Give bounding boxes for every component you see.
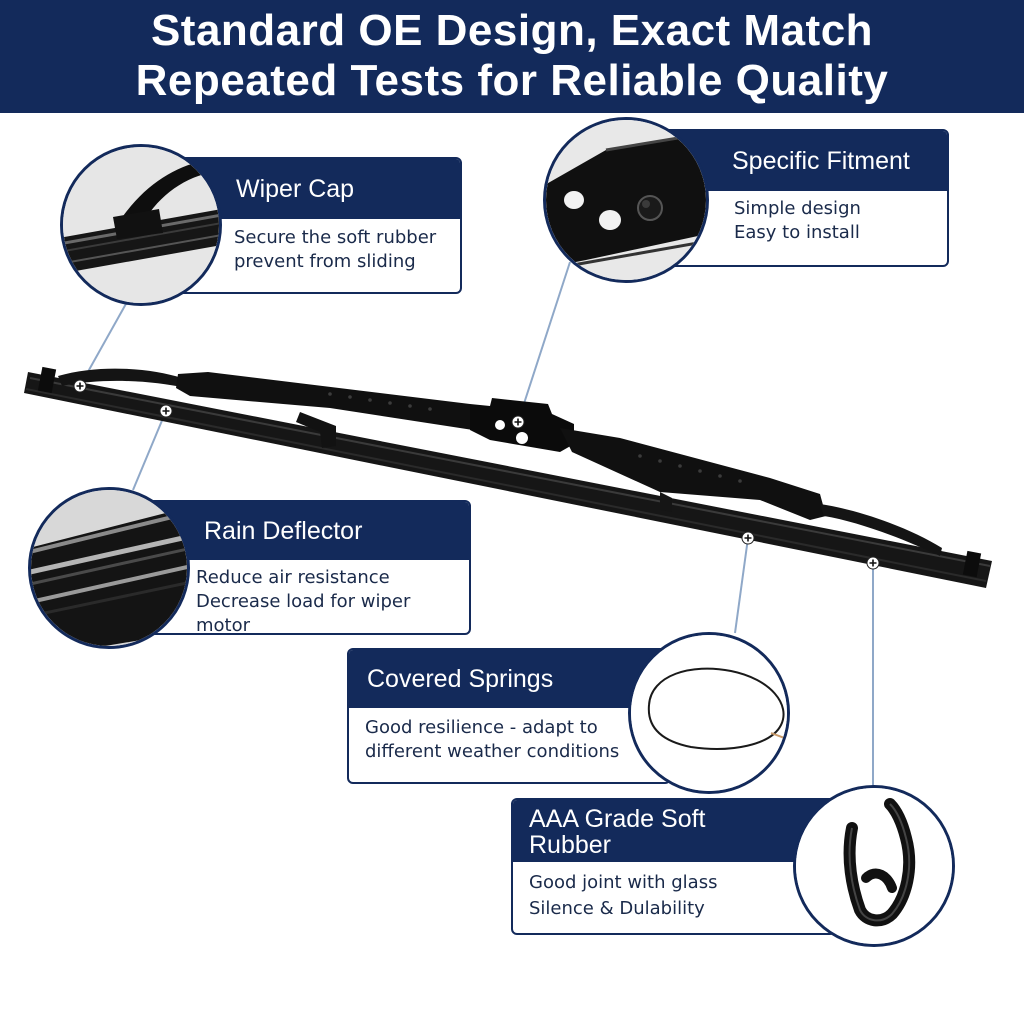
specific-fitment-description: Simple design Easy to install: [628, 191, 947, 245]
soft-rubber-desc-line-1: Good joint with glass: [529, 872, 718, 893]
rain-deflector-desc-line-1: Reduce air resistance: [196, 567, 390, 588]
adapter-closeup-icon: [543, 117, 709, 283]
wiper-cap-description: Secure the soft rubber prevent from slid…: [142, 219, 460, 274]
header-banner: Standard OE Design, Exact Match Repeated…: [0, 0, 1024, 113]
right-claw: [820, 504, 942, 556]
specific-fitment-desc-line-2: Easy to install: [734, 222, 860, 243]
soft-rubber-title-bar: AAA Grade Soft Rubber: [513, 800, 834, 862]
covered-springs-title-bar: Covered Springs: [349, 650, 669, 708]
soft-rubber-card: AAA Grade Soft Rubber Good joint with gl…: [511, 798, 836, 935]
specific-fitment-desc-line-1: Simple design: [734, 198, 861, 219]
primary-frame-right: [560, 428, 826, 520]
deflector-closeup-icon: [28, 487, 190, 649]
callout-markers: [73, 379, 880, 570]
rain-deflector-title: Rain Deflector: [204, 517, 363, 545]
covered-springs-description: Good resilience - adapt to different wea…: [349, 708, 669, 764]
rain-deflector-description: Reduce air resistance Decrease load for …: [148, 560, 469, 635]
covered-springs-title: Covered Springs: [367, 665, 554, 693]
covered-springs-desc-line-1: Good resilience - adapt to: [365, 717, 598, 738]
soft-rubber-title-line-1: AAA Grade Soft: [529, 805, 706, 833]
soft-rubber-description: Good joint with glass Silence & Dulabili…: [513, 862, 834, 922]
rubber-strip-closeup-icon: [793, 785, 955, 947]
soft-rubber-desc-line-2: Silence & Dulability: [529, 898, 705, 919]
headline-line-1: Standard OE Design, Exact Match: [150, 6, 874, 55]
covered-springs-card: Covered Springs Good resilience - adapt …: [347, 648, 671, 784]
rain-deflector-desc-line-2: Decrease load for wiper motor: [196, 591, 411, 635]
wiper-cap-desc-line-2: prevent from sliding: [234, 251, 416, 272]
wiper-cap-desc-line-1: Secure the soft rubber: [234, 227, 437, 248]
covered-springs-desc-line-2: different weather conditions: [365, 741, 620, 762]
leader-lines: [79, 261, 874, 787]
rain-deflector-title-bar: Rain Deflector: [148, 502, 469, 560]
left-claw: [58, 368, 186, 388]
spring-wire-closeup-icon: [628, 632, 790, 794]
primary-frame-left: [176, 372, 488, 432]
wiper-cap-closeup-icon: [60, 144, 222, 306]
wiper-cap-title: Wiper Cap: [236, 175, 355, 203]
specific-fitment-title: Specific Fitment: [732, 147, 910, 175]
soft-rubber-title-line-2: Rubber: [529, 831, 611, 859]
rain-deflector-card: Rain Deflector Reduce air resistance Dec…: [146, 500, 471, 635]
headline-line-2: Repeated Tests for Reliable Quality: [135, 56, 889, 105]
